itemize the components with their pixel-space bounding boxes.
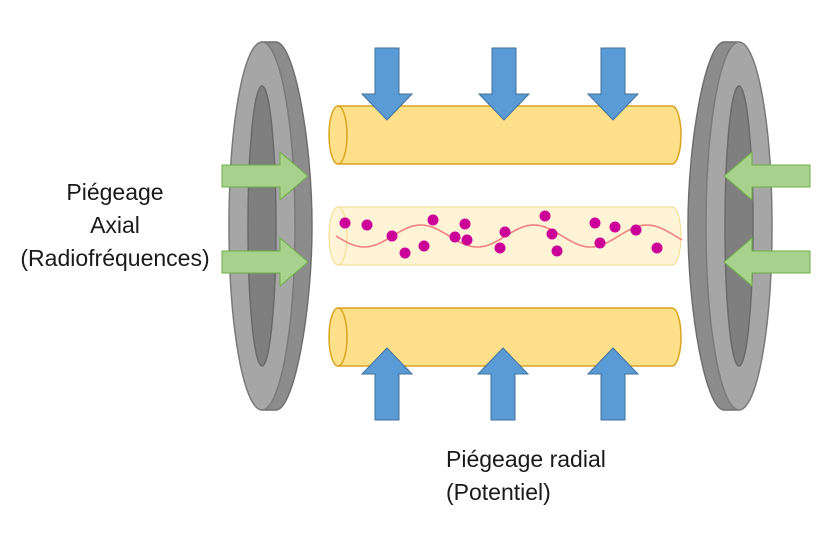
radial-label-line2: (Potentiel) [446,479,551,505]
ion-particle [609,221,621,233]
ion-particle [339,217,351,229]
ion-particle [499,226,511,238]
right-ring-electrode [687,41,773,411]
ion-particle [399,247,411,259]
arrow-up-icon [360,347,414,421]
axial-arrows-right [723,150,811,288]
ion-particle [546,228,558,240]
arrow-up-icon [586,347,640,421]
ion-particle [589,217,601,229]
arrow-left-icon [723,236,811,288]
arrow-left-icon [723,150,811,202]
radial-arrows-bottom [360,347,640,421]
axial-arrows-left [221,150,309,288]
arrow-down-icon [586,47,640,121]
axial-label-line2: Axial [90,212,140,238]
ion-particle [651,242,663,254]
left-ring-hole [247,85,277,367]
axial-label-line3: (Radiofréquences) [20,245,210,271]
top-rod-electrode [328,105,682,165]
ion-particle [539,210,551,222]
ion-particle [461,234,473,246]
ion-particle [361,219,373,231]
radial-arrows-top [360,47,640,121]
right-ring-hole [724,85,754,367]
ion-particle [459,218,471,230]
ion-particle [551,245,563,257]
ion-particle [494,242,506,254]
ion-particle [630,224,642,236]
ion-particle [386,230,398,242]
axial-label-line1: Piégeage [66,179,164,205]
ion-particle [427,214,439,226]
bottom-rod-electrode [328,307,682,367]
arrow-right-icon [221,150,309,202]
radial-label-line1: Piégeage radial [446,446,606,472]
arrow-down-icon [477,47,531,121]
axial-trapping-label: Piégeage Axial (Radiofréquences) [4,176,226,275]
particles [339,210,663,259]
arrow-up-icon [476,347,530,421]
ion-particle [418,240,430,252]
ion-beam [328,206,683,266]
ion-particle [449,231,461,243]
radial-trapping-label: Piégeage radial (Potentiel) [446,443,606,509]
arrow-right-icon [221,236,309,288]
arrow-down-icon [360,47,414,121]
left-ring-electrode [228,41,313,411]
ion-particle [594,237,606,249]
